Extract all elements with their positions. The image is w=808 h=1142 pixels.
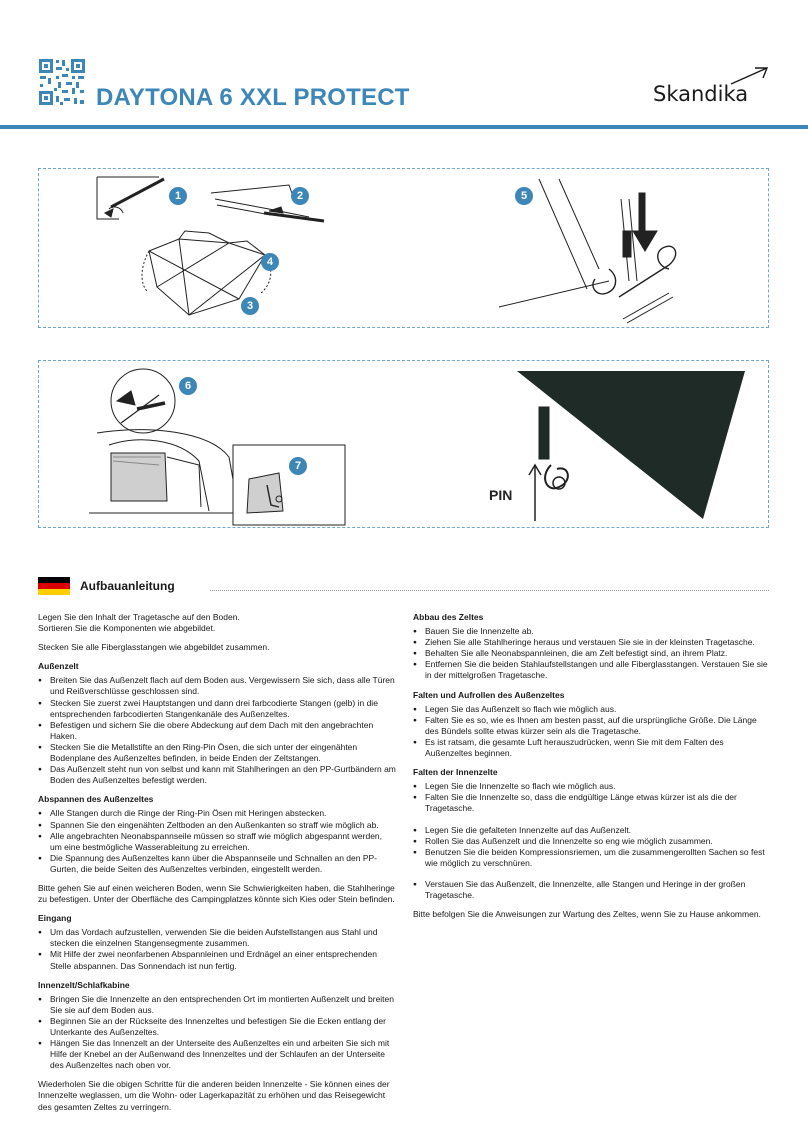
instructions-right-column: Abbau des Zeltes Bauen Sie die Innenzelt…: [413, 612, 769, 928]
heading-falten: Falten und Aufrollen des Außenzeltes: [413, 689, 565, 700]
section-title: Aufbauanleitung: [80, 579, 175, 593]
list-item: Legen Sie die gefalteten Innenzelte auf …: [413, 825, 769, 836]
illustration-panel-1: 1 2 3 4 5: [38, 168, 769, 328]
list-item: Ziehen Sie alle Stahlheringe heraus und …: [413, 637, 769, 648]
list-aussenzelt: Breiten Sie das Außenzelt flach auf dem …: [38, 675, 396, 786]
list-falten: Legen Sie das Außenzelt so flach wie mög…: [413, 704, 769, 759]
list-item: Benutzen Sie die beiden Kompressionsriem…: [413, 847, 769, 869]
section-divider: [210, 590, 769, 591]
care-note: Bitte befolgen Sie die Anweisungen zur W…: [413, 909, 761, 920]
heading-abbau: Abbau des Zeltes: [413, 612, 484, 622]
list-eingang: Um das Vordach aufzustellen, verwenden S…: [38, 927, 396, 971]
intro-line: Legen Sie den Inhalt der Tragetasche auf…: [38, 612, 240, 622]
list-item: Falten Sie es so, wie es Ihnen am besten…: [413, 715, 769, 737]
page-title: DAYTONA 6 XXL PROTECT: [96, 84, 410, 111]
list-item: Verstauen Sie das Außenzelt, die Innenze…: [413, 879, 769, 901]
list-abbau: Bauen Sie die Innenzelte ab. Ziehen Sie …: [413, 626, 769, 681]
list-item: Mit Hilfe der zwei neonfarbenen Abspannl…: [38, 949, 396, 971]
list-item: Stecken Sie die Metallstifte an den Ring…: [38, 742, 396, 764]
list-item: Entfernen Sie die beiden Stahlaufstellst…: [413, 659, 769, 681]
pin-illustration: [89, 368, 745, 526]
outro-paragraph: Wiederholen Sie die obigen Schritte für …: [38, 1079, 390, 1112]
list-item: Um das Vordach aufzustellen, verwenden S…: [38, 927, 396, 949]
intro-paragraph-2: Stecken Sie alle Fiberglasstangen wie ab…: [38, 642, 270, 653]
step-badge-7: 7: [289, 457, 307, 475]
list-item: Behalten Sie alle Neonabspannleinen, die…: [413, 648, 769, 659]
brand-logo: Skandika: [653, 64, 769, 108]
list-item: Falten Sie die Innenzelte so, dass die e…: [413, 792, 769, 814]
ground-note: Bitte gehen Sie auf einen weicheren Bode…: [38, 882, 395, 905]
heading-eingang: Eingang: [38, 913, 72, 924]
list-item: Alle Stangen durch die Ringe der Ring-Pi…: [38, 808, 396, 819]
step-badge-1: 1: [169, 187, 187, 205]
assembly-illustration: [96, 176, 677, 324]
list-item: Alle angebrachten Neonabspannseile müsse…: [38, 831, 396, 853]
step-badge-3: 3: [241, 297, 259, 315]
list-item: Bauen Sie die Innenzelte ab.: [413, 626, 769, 637]
list-item: Das Außenzelt steht nun von selbst und k…: [38, 764, 396, 786]
list-item: Befestigen und sichern Sie die obere Abd…: [38, 720, 396, 742]
list-item: Beginnen Sie an der Rückseite des Innenz…: [38, 1016, 396, 1038]
illustration-panel-2: 6 7 PIN: [38, 360, 769, 528]
list-item: Bringen Sie die Innenzelte an den entspr…: [38, 994, 396, 1016]
pin-label: PIN: [489, 487, 513, 503]
list-item: Hängen Sie das Innenzelt an der Untersei…: [38, 1038, 396, 1071]
intro-paragraph: Legen Sie den Inhalt der Tragetasche auf…: [38, 612, 396, 634]
page-header: DAYTONA 6 XXL PROTECT Skandika: [0, 0, 808, 130]
list-item: Rollen Sie das Außenzelt und die Innenze…: [413, 836, 769, 847]
list-item: Breiten Sie das Außenzelt flach auf dem …: [38, 675, 396, 697]
step-badge-4: 4: [261, 253, 279, 271]
list-innenzelte-2: Legen Sie die gefalteten Innenzelte auf …: [413, 825, 769, 869]
list-item: Spannen Sie den eingenähten Zeltboden an…: [38, 820, 396, 831]
heading-aussenzelt: Außenzelt: [38, 661, 79, 672]
step-badge-5: 5: [515, 187, 533, 205]
intro-line: Sortieren Sie die Komponenten wie abgebi…: [38, 623, 216, 634]
heading-innenzelt: Innenzelt/Schlafkabine: [38, 979, 130, 990]
list-item: Legen Sie die Innenzelte so flach wie mö…: [413, 781, 769, 792]
list-item: Die Spannung des Außenzeltes kann über d…: [38, 853, 396, 875]
instructions-left-column: Legen Sie den Inhalt der Tragetasche auf…: [38, 612, 396, 1121]
list-item: Es ist ratsam, die gesamte Luft herauszu…: [413, 737, 769, 759]
brand-name: Skandika: [653, 82, 749, 106]
list-abspannen: Alle Stangen durch die Ringe der Ring-Pi…: [38, 808, 396, 875]
step-badge-6: 6: [179, 377, 197, 395]
step-badge-2: 2: [291, 187, 309, 205]
heading-abspannen: Abspannen des Außenzeltes: [38, 794, 154, 805]
header-rule: [0, 125, 808, 129]
list-innenzelte-3: Verstauen Sie das Außenzelt, die Innenze…: [413, 879, 769, 901]
section-header: Aufbauanleitung: [38, 576, 769, 598]
logo-flag-icon: [730, 67, 769, 85]
list-innenzelt: Bringen Sie die Innenzelte an den entspr…: [38, 994, 396, 1072]
heading-innenzelte: Falten der Innenzelte: [413, 767, 498, 778]
list-item: Stecken Sie zuerst zwei Hauptstangen und…: [38, 698, 396, 720]
qr-code-icon: [38, 58, 86, 106]
german-flag-icon: [38, 577, 70, 595]
list-innenzelte: Legen Sie die Innenzelte so flach wie mö…: [413, 781, 769, 814]
list-item: Legen Sie das Außenzelt so flach wie mög…: [413, 704, 769, 715]
